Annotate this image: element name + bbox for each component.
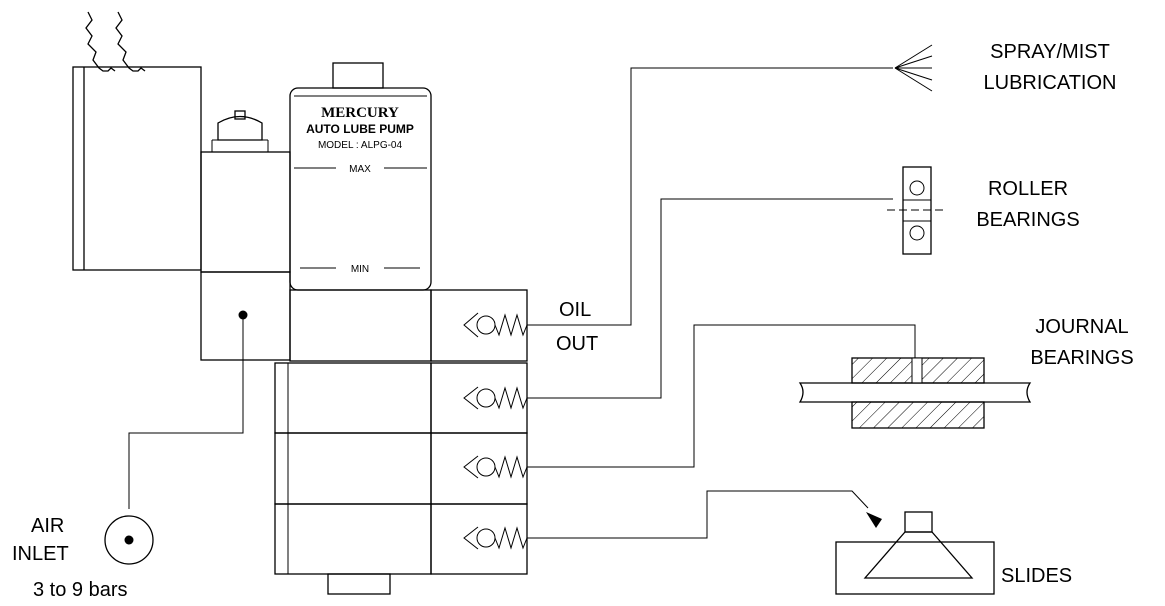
air-inlet-label-line2: INLET [12, 543, 69, 565]
spray-label-line1: SPRAY/MIST [990, 41, 1110, 63]
check-valve-4 [463, 526, 528, 550]
brand-name: MERCURY [321, 105, 399, 121]
motor-housing [72, 11, 202, 271]
oil-lines [527, 67, 916, 539]
roller-label-line2: BEARINGS [976, 209, 1079, 231]
roller-label-line1: ROLLER [988, 178, 1068, 200]
journal-label-line1: JOURNAL [1035, 316, 1128, 338]
product-name: AUTO LUBE PUMP [306, 122, 414, 136]
air-pressure-label: 3 to 9 bars [33, 579, 128, 601]
check-valve-2 [463, 386, 528, 410]
distribution-blocks [274, 362, 528, 595]
roller-bearing-icon [887, 166, 945, 255]
air-valve-body [128, 110, 291, 509]
oil-out-label-line1: OIL [559, 299, 591, 321]
pump-block [289, 289, 528, 362]
air-inlet-label-line1: AIR [31, 515, 64, 537]
journal-bearing-icon [798, 357, 1032, 429]
journal-label-line2: BEARINGS [1030, 347, 1133, 369]
air-inlet-icon [104, 515, 154, 565]
slides-label: SLIDES [1001, 565, 1072, 587]
min-level-label: MIN [351, 264, 369, 275]
max-level-label: MAX [349, 164, 371, 175]
check-valve-3 [463, 455, 528, 479]
model-number: MODEL : ALPG-04 [318, 140, 403, 151]
reservoir: MERCURY AUTO LUBE PUMP MODEL : ALPG-04 M… [289, 62, 432, 291]
oil-out-label-line2: OUT [556, 333, 598, 355]
spray-nozzle-icon [894, 44, 933, 92]
spray-label-line2: LUBRICATION [984, 72, 1117, 94]
slide-icon [835, 511, 995, 595]
check-valve-1 [463, 312, 528, 338]
